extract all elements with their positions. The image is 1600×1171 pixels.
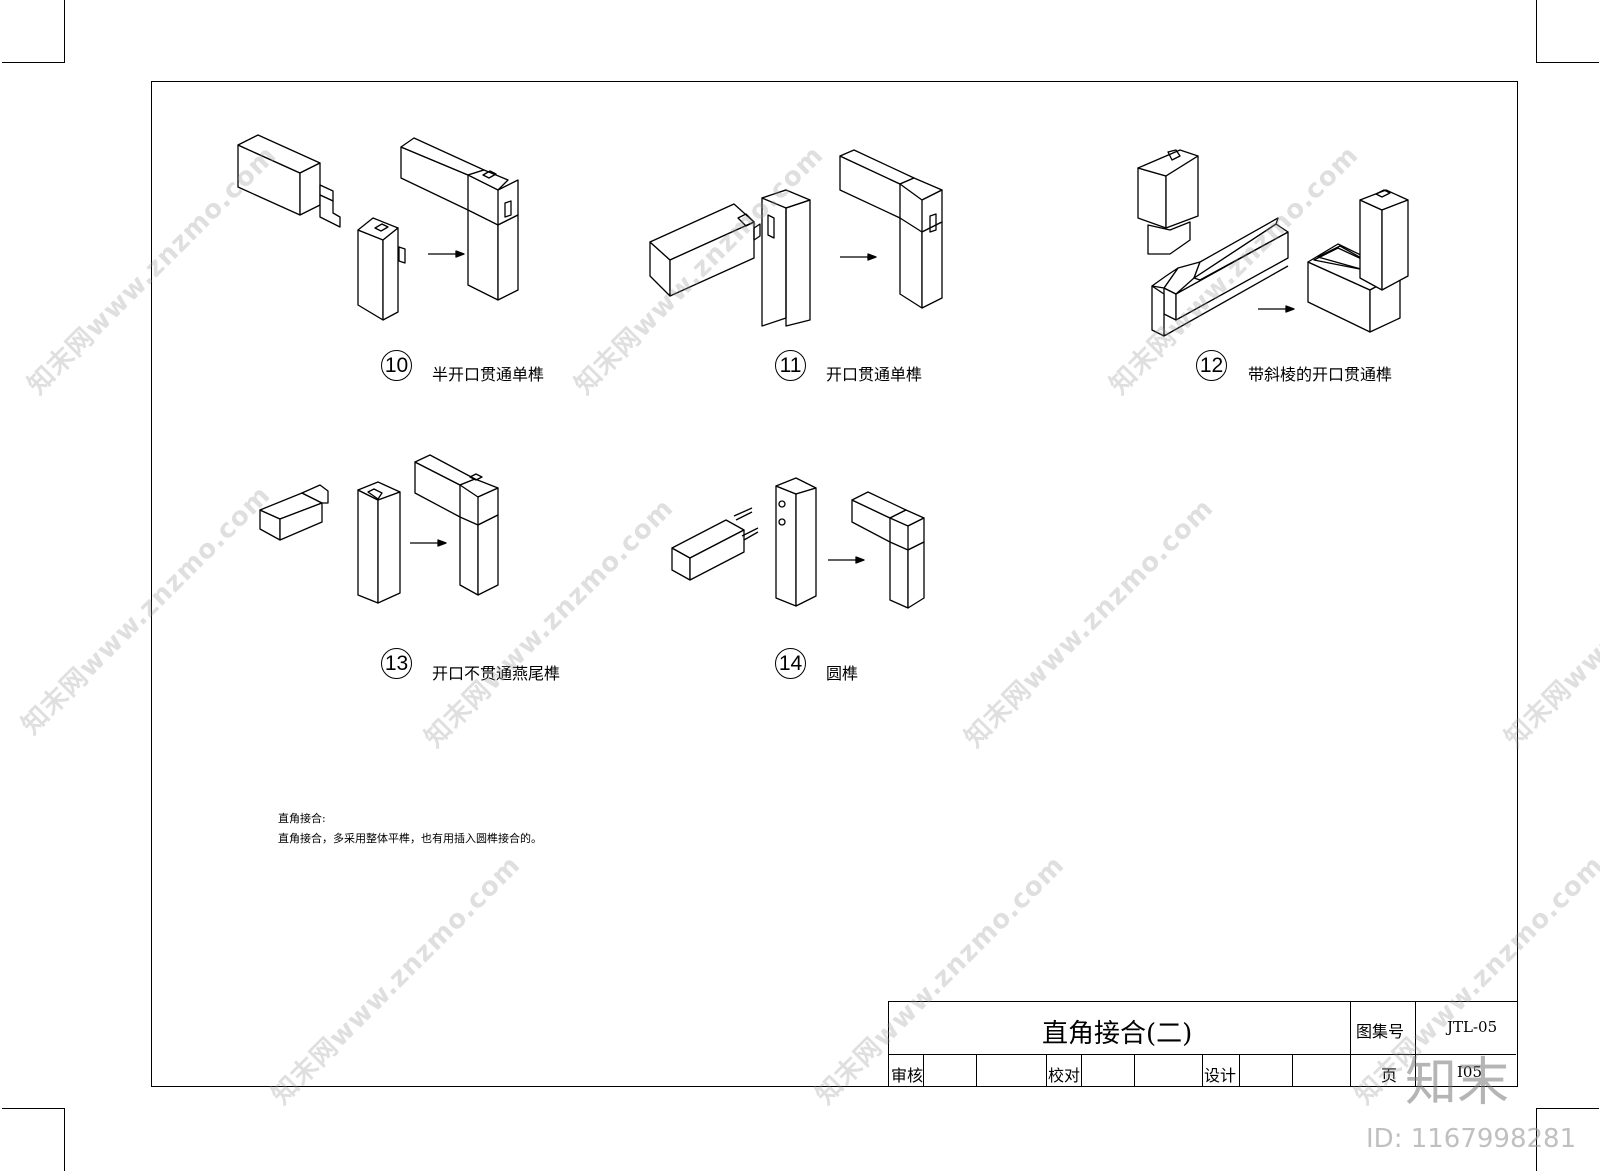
joint-10-illustration <box>238 135 538 335</box>
check-label: 校对 <box>1048 1066 1081 1085</box>
drawing-frame <box>151 81 1518 1087</box>
title-block-divider <box>1202 1054 1203 1086</box>
corner-mark-bottom-left <box>2 1108 65 1171</box>
joint-11-number: 11 <box>775 350 806 381</box>
joint-14-caption: 圆榫 <box>826 664 859 683</box>
joint-13-caption: 开口不贯通燕尾榫 <box>432 664 561 683</box>
joint-10-caption: 半开口贯通单榫 <box>432 365 545 384</box>
joint-14-illustration <box>672 478 932 608</box>
title-block-divider <box>1081 1054 1082 1086</box>
corner-mark-top-left <box>2 0 65 63</box>
title-block-divider <box>1046 1054 1047 1086</box>
joint-10-number: 10 <box>381 350 412 381</box>
note-heading: 直角接合: <box>278 812 326 825</box>
page-label: 页 <box>1381 1066 1398 1085</box>
review-label: 审核 <box>891 1066 924 1085</box>
joint-11-illustration <box>650 150 990 335</box>
joint-13-illustration <box>260 455 520 605</box>
corner-mark-bottom-right <box>1536 1108 1599 1171</box>
image-id: ID: 1167998281 <box>1366 1124 1577 1154</box>
title-block-divider <box>1239 1054 1240 1086</box>
joint-12-number: 12 <box>1196 350 1227 381</box>
corner-mark-top-right <box>1536 0 1599 63</box>
title-block: 直角接合(二) 图集号 JTL-05 审核 校对 设计 页 I05 <box>888 1001 1518 1087</box>
title-block-divider <box>976 1054 977 1086</box>
title-block-divider <box>923 1054 924 1086</box>
joint-12-caption: 带斜棱的开口贯通榫 <box>1248 365 1393 384</box>
watermark-logo: 知末 <box>1405 1053 1510 1113</box>
joint-13-number: 13 <box>381 648 412 679</box>
joint-11-caption: 开口贯通单榫 <box>826 365 923 384</box>
joint-14-number: 14 <box>775 648 806 679</box>
joint-12-illustration <box>1138 150 1438 340</box>
design-label: 设计 <box>1204 1066 1237 1085</box>
title-block-divider <box>1350 1002 1351 1086</box>
atlas-number-value: JTL-05 <box>1447 1018 1498 1036</box>
title-block-divider <box>1415 1002 1416 1086</box>
page-value: I05 <box>1457 1063 1483 1081</box>
drawing-title: 直角接合(二) <box>1042 1019 1193 1049</box>
atlas-number-label: 图集号 <box>1356 1022 1405 1041</box>
note-body: 直角接合，多采用整体平榫，也有用插入圆榫接合的。 <box>278 832 542 845</box>
title-block-divider <box>1134 1054 1135 1086</box>
title-block-divider <box>1292 1054 1293 1086</box>
